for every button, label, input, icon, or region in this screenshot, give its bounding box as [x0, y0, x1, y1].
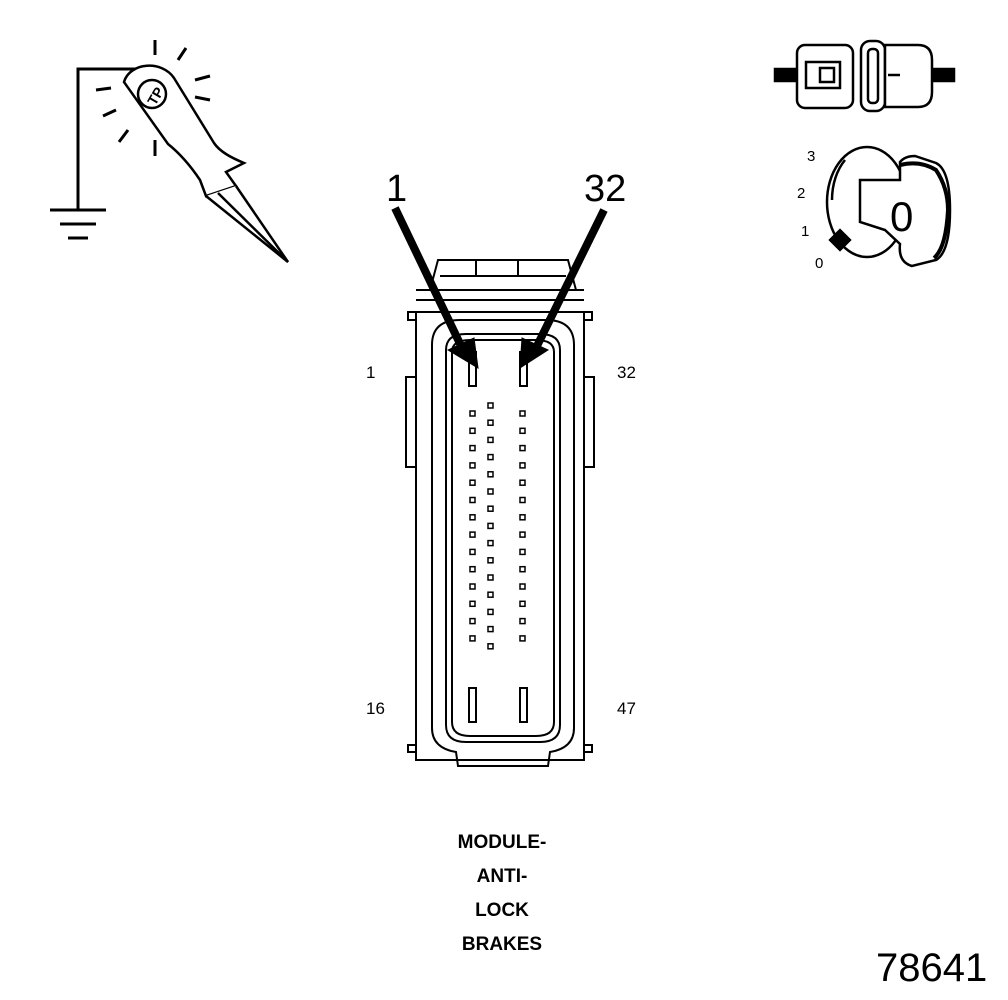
pin-cavity: [469, 444, 476, 452]
pin-cavity: [469, 479, 476, 486]
figure-number: 78641: [876, 946, 988, 990]
ignition-position-2: 2: [797, 185, 806, 202]
callout-arrow-1: [391, 206, 467, 352]
pin-cavity: [469, 514, 476, 521]
pin-cavity: [519, 410, 526, 417]
callout-arrow-32-head: [519, 337, 550, 369]
test-lamp-icon: TP: [76, 40, 290, 263]
pin-cavity: [487, 471, 494, 478]
pin-cavity: [519, 427, 526, 435]
pin-cavity: [487, 505, 494, 512]
pin-cavity: [487, 522, 494, 530]
ignition-key-icon: [825, 145, 952, 268]
pin-cavity: [469, 548, 476, 556]
pin-cavity: [487, 419, 494, 426]
pin-cavity: [487, 557, 494, 564]
ignition-position-1: 1: [801, 223, 810, 240]
pin-cavity: [519, 635, 526, 642]
pin-cavity: [469, 531, 476, 538]
pin-cavity: [519, 531, 526, 538]
test-lamp-label: TP: [144, 84, 167, 107]
pin-cavity: [487, 608, 494, 616]
pin-cavity: [487, 402, 494, 409]
callout-arrow-32: [531, 208, 608, 352]
pin-cavity: [487, 453, 494, 461]
abs-module-connector: [405, 259, 595, 767]
pin-cavity: [469, 565, 476, 573]
ignition-position-0: 0: [815, 255, 824, 272]
pin-cavity: [487, 591, 494, 598]
pin-cavity: [469, 427, 476, 435]
callout-label-first: 1: [386, 168, 408, 210]
pin-cavity: [519, 514, 526, 521]
pin-cavity: [487, 488, 494, 495]
callout-arrows: [391, 206, 608, 369]
pin-cavity-grid: [469, 402, 526, 650]
caption-line-2: ANTI-: [476, 866, 528, 887]
pin-cavity: [487, 436, 494, 444]
pin-cavity: [469, 600, 476, 608]
pin-cavity: [519, 600, 526, 608]
caption-line-1: MODULE-: [457, 832, 547, 853]
pin-cavity: [519, 617, 526, 625]
pin-cavity: [487, 574, 494, 581]
pin-cavity: [519, 548, 526, 556]
pin-cavity: [487, 539, 494, 547]
pin-cavity: [469, 583, 476, 590]
pin-cavity: [519, 496, 526, 504]
caption-line-3: LOCK: [475, 900, 529, 921]
pin-cavity: [469, 410, 476, 417]
pin-cavity: [469, 462, 476, 469]
pin-cavity: [469, 635, 476, 642]
pin-cavity: [519, 583, 526, 590]
pin-label-top-left: 1: [366, 363, 376, 382]
pin-cavity: [519, 462, 526, 469]
callout-arrow-1-head: [446, 337, 479, 369]
pin-cavity: [519, 479, 526, 486]
pin-cavity: [487, 643, 494, 650]
ignition-key-label: 0: [890, 193, 914, 240]
disconnected-connector-icon: [773, 39, 956, 113]
pin-cavity: [469, 496, 476, 504]
pin-cavity: [519, 444, 526, 452]
pin-cavity: [519, 565, 526, 573]
pin-label-bottom-left: 16: [366, 699, 385, 718]
pin-cavity: [487, 625, 494, 633]
ignition-position-3: 3: [807, 148, 816, 165]
pin-label-bottom-right: 47: [617, 699, 636, 718]
caption-line-4: BRAKES: [461, 934, 543, 955]
ground-symbol-icon: [50, 208, 106, 240]
pin-cavity: [469, 617, 476, 625]
callout-label-last: 32: [584, 168, 627, 210]
pin-label-top-right: 32: [617, 363, 636, 382]
